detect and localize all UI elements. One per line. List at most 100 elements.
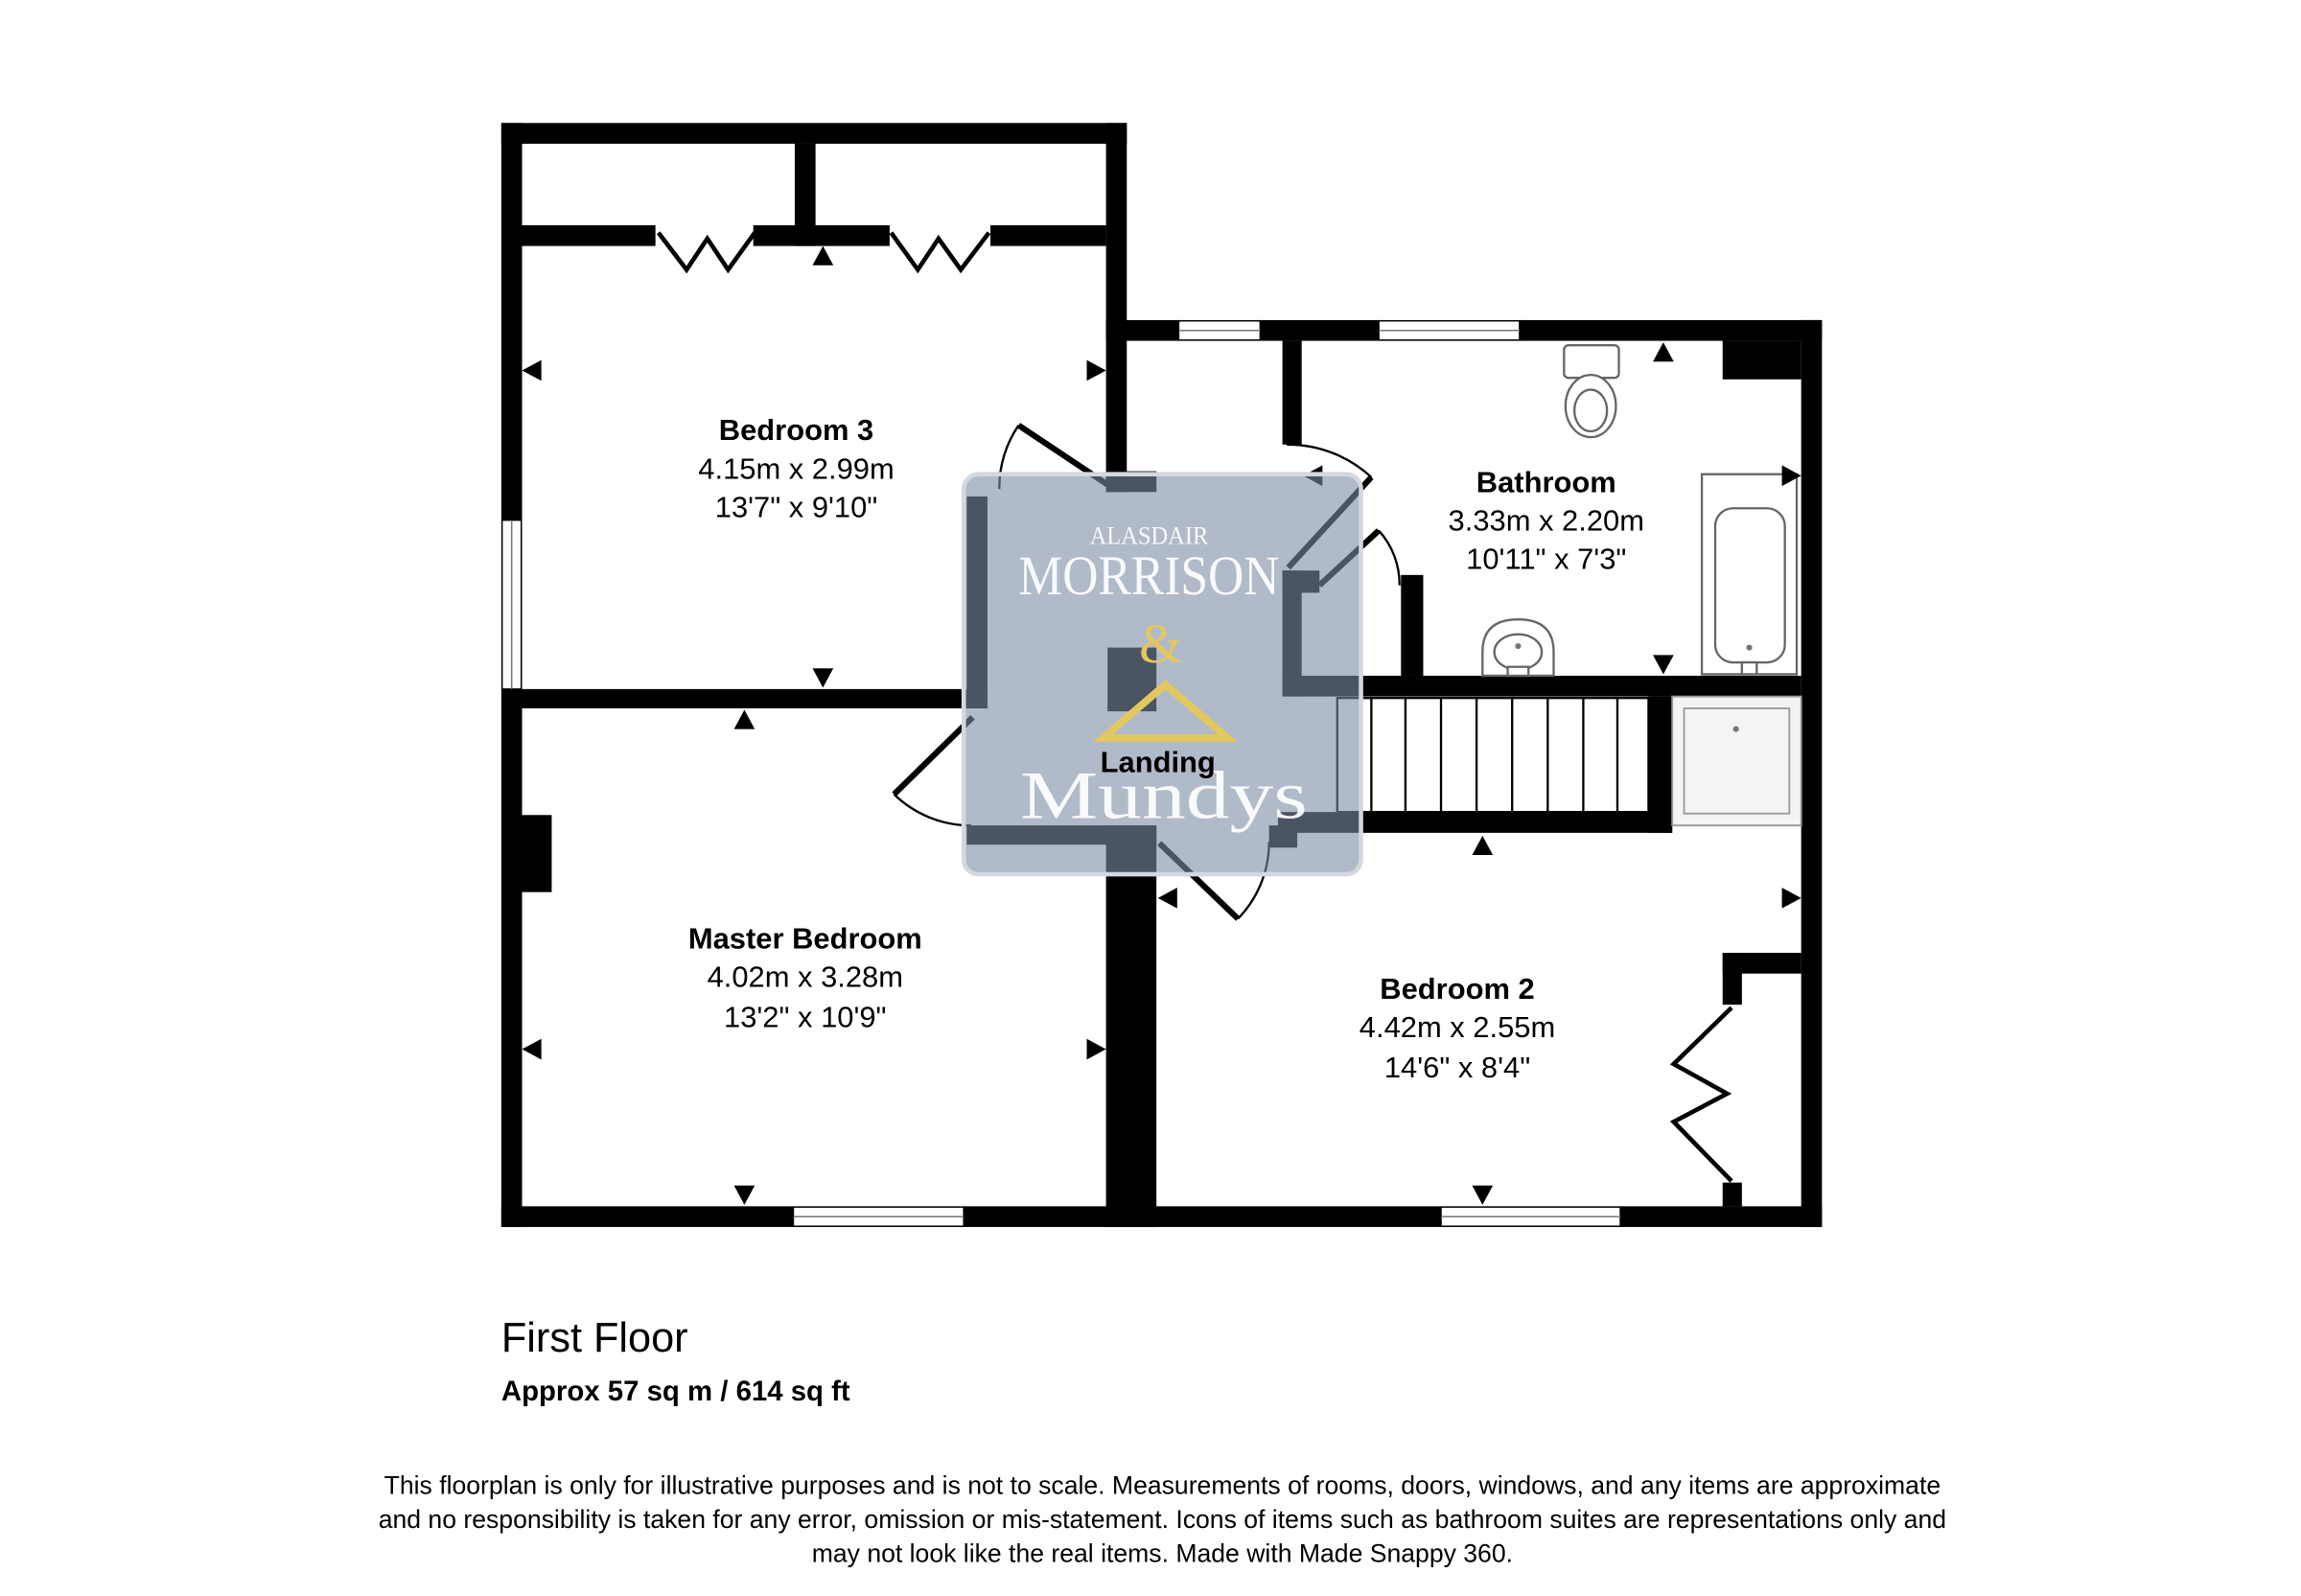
- watermark-house-icon: [1093, 680, 1238, 742]
- watermark-ampersand: &: [1139, 613, 1183, 675]
- wardrobe-bifold-door-right: [889, 231, 991, 274]
- wall-wardrobe-front-b: [753, 224, 890, 246]
- measurement-arrows: [522, 245, 1801, 1205]
- watermark-main-text: MORRISON: [1018, 544, 1279, 607]
- wall-wardrobe-front-c: [990, 224, 1106, 246]
- arrow-right-icon: [1781, 465, 1801, 487]
- arrow-up-icon: [812, 245, 834, 266]
- arrow-right-icon: [1781, 888, 1801, 909]
- wall-landing-right-upper: [1282, 340, 1302, 445]
- wall-bottom-right: [1620, 1206, 1823, 1228]
- arrow-right-icon: [1086, 359, 1106, 382]
- toilet-seat: [1572, 388, 1609, 433]
- room-dimensions-imperial: 13'2" x 10'9": [724, 1000, 887, 1033]
- room-name: Bedroom 2: [1380, 972, 1534, 1006]
- arrow-left-icon: [1157, 888, 1177, 909]
- wall-bottom-left: [500, 1206, 794, 1228]
- room-dimensions-metric: 4.02m x 3.28m: [708, 960, 903, 994]
- arrow-up-icon: [1653, 342, 1674, 362]
- arrow-down-icon: [1472, 1185, 1494, 1205]
- arrow-left-icon: [522, 359, 542, 382]
- disclaimer: This floorplan is only for illustrative …: [379, 1470, 1946, 1567]
- disclaimer-line: and no responsibility is taken for any e…: [379, 1505, 1946, 1534]
- room-dimensions-imperial: 10'11" x 7'3": [1466, 543, 1626, 576]
- wall-cupboard-right: [1401, 574, 1424, 676]
- wall-bathroom-corner: [1722, 340, 1801, 380]
- toilet-cistern: [1563, 344, 1620, 380]
- wall-master-bedroom-right: [1105, 825, 1157, 1228]
- toilet-icon: [1563, 344, 1620, 439]
- wall-bottom-middle: [964, 1206, 1442, 1228]
- room-name: Master Bedroom: [688, 921, 922, 955]
- arrow-up-icon: [733, 709, 755, 729]
- wall-right: [1801, 319, 1823, 1228]
- disclaimer-line: may not look like the real items. Made w…: [812, 1538, 1513, 1567]
- door-master-bedroom-leaf: [892, 715, 975, 797]
- room-labels: Bedroom 3 4.15m x 2.99m 13'7" x 9'10" Ba…: [688, 413, 1644, 1084]
- room-name: Bedroom 3: [719, 413, 873, 447]
- room-dimensions-metric: 4.42m x 2.55m: [1360, 1010, 1555, 1044]
- wall-top-left: [500, 123, 1127, 144]
- room-label-master-bedroom: Master Bedroom 4.02m x 3.28m 13'2" x 10'…: [688, 921, 922, 1033]
- bath-tap: [1740, 660, 1758, 676]
- room-name: Landing: [1101, 745, 1216, 778]
- room-dimensions-imperial: 14'6" x 8'4": [1384, 1051, 1530, 1084]
- fixtures: [1481, 344, 1802, 827]
- disclaimer-line: This floorplan is only for illustrative …: [384, 1470, 1941, 1499]
- wall-wardrobe-side: [1722, 953, 1742, 1006]
- sink-bowl: [1493, 633, 1544, 671]
- room-label-bedroom-2: Bedroom 2 4.42m x 2.55m 14'6" x 8'4": [1360, 972, 1555, 1084]
- bath-plughole: [1746, 644, 1753, 651]
- watermark-logo: ALASDAIR MORRISON & Mundys: [961, 472, 1363, 877]
- shower-tray-icon: [1671, 695, 1802, 827]
- watermark-top-text: ALASDAIR: [1090, 521, 1209, 549]
- room-label-bathroom: Bathroom 3.33m x 2.20m 10'11" x 7'3": [1449, 465, 1644, 575]
- wardrobe-bifold-door-bedroom-2: [1669, 1006, 1733, 1183]
- room-label-bedroom-3: Bedroom 3 4.15m x 2.99m 13'7" x 9'10": [698, 413, 894, 523]
- wall-wardrobe-stub: [1722, 1182, 1742, 1207]
- floor-title: First Floor: [501, 1315, 688, 1361]
- floor-summary: First Floor Approx 57 sq m / 614 sq ft: [501, 1315, 850, 1407]
- wall-wardrobe-divider: [794, 143, 816, 246]
- room-name: Bathroom: [1476, 465, 1616, 498]
- room-dimensions-metric: 4.15m x 2.99m: [698, 451, 894, 485]
- wall-stairs-bottom: [1277, 812, 1673, 833]
- sink-tap: [1506, 665, 1530, 678]
- bath-inner: [1713, 507, 1786, 664]
- wall-bedroom-3-right: [1105, 123, 1127, 493]
- room-label-landing: Landing: [1101, 745, 1216, 778]
- arrow-left-icon: [522, 1038, 542, 1060]
- wall-left-upper: [500, 123, 523, 520]
- bath-icon: [1700, 473, 1799, 676]
- shower-drain: [1732, 726, 1739, 732]
- watermark-panel: [961, 472, 1363, 877]
- door-bathroom-swing: [1287, 443, 1373, 478]
- door-cupboard-swing: [1378, 529, 1401, 586]
- wall-left-lower: [500, 688, 523, 1228]
- arrow-down-icon: [733, 1185, 755, 1205]
- wall-bedroom-3-bottom: [522, 688, 988, 708]
- arrow-up-icon: [1472, 835, 1494, 856]
- room-dimensions-imperial: 13'7" x 9'10": [715, 491, 878, 524]
- wall-wardrobe-top: [1722, 953, 1801, 974]
- arrow-down-icon: [812, 668, 834, 688]
- watermark-bottom-text: Mundys: [1020, 758, 1308, 833]
- wardrobe-bifold-door-left: [656, 231, 757, 274]
- wall-bathroom-bottom: [1282, 675, 1801, 697]
- shower-tray-inner: [1683, 707, 1791, 815]
- room-dimensions-metric: 3.33m x 2.20m: [1449, 503, 1644, 537]
- wall-top-right-b: [1260, 319, 1380, 341]
- wall-chimney-breast: [522, 815, 552, 892]
- walls: [500, 123, 1823, 1228]
- arrow-right-icon: [1086, 1038, 1106, 1060]
- wall-wardrobe-front-a: [522, 224, 656, 246]
- windows: [500, 319, 1621, 1228]
- sink-plughole: [1515, 642, 1522, 650]
- arrow-down-icon: [1653, 655, 1674, 675]
- stairs-outline: [1336, 696, 1650, 814]
- sink-icon: [1481, 618, 1555, 678]
- staircase: [1336, 696, 1650, 814]
- wall-top-right-c: [1519, 319, 1823, 341]
- door-master-bedroom-swing: [893, 793, 971, 827]
